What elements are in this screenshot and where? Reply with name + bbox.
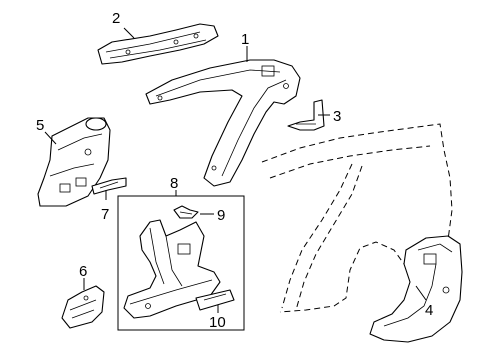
callout-3: 3: [333, 108, 341, 125]
callout-6: 6: [79, 263, 87, 280]
callout-5: 5: [36, 117, 44, 134]
callout-10: 10: [209, 314, 226, 331]
part-8-group-box: [117, 195, 245, 331]
leader-4: [415, 285, 427, 301]
part-5-wheelhouse-outer: [37, 117, 111, 207]
part-4-wheelhouse-inner: [369, 235, 463, 343]
part-9-clip: [173, 205, 199, 219]
callout-7: 7: [101, 206, 109, 223]
part-3-bracket: [287, 99, 325, 131]
callout-1: 1: [241, 31, 249, 48]
part-8-side-member: [123, 219, 221, 319]
part-2-rail-reinforcement: [97, 23, 219, 65]
callout-2: 2: [112, 10, 120, 27]
part-1-quarter-inner-panel: [145, 59, 301, 187]
callout-9: 9: [217, 207, 225, 224]
part-6-lower-bracket: [61, 285, 105, 329]
leader-5: [44, 131, 57, 145]
callout-4: 4: [425, 302, 433, 319]
leader-2: [123, 27, 135, 39]
part-10-plate: [195, 289, 235, 311]
callout-8: 8: [170, 175, 178, 192]
part-7-bracket: [91, 177, 127, 195]
